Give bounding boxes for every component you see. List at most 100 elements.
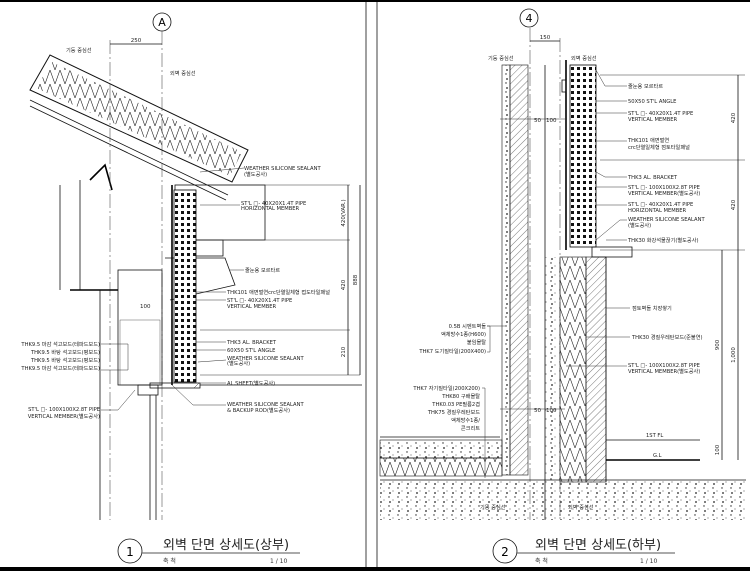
callout-label: THK75 경질우레탄보드	[427, 408, 480, 416]
callout-label: AL.SHEET(별도공사)	[227, 379, 275, 387]
callout-label: VERTICAL MEMBER	[227, 304, 277, 310]
callout-label: THK7 자기질타일(200X200)	[412, 384, 480, 392]
leader-line	[101, 343, 129, 371]
interior-gypsum-wall	[117, 269, 163, 386]
callout-label: THK101 애면벌연	[627, 136, 669, 144]
gutter-bracket	[89, 163, 113, 191]
callout-label: 액체방수1종/	[451, 416, 480, 424]
dimension-text: 420	[731, 199, 737, 210]
wall-center-label: 외벽 중심선	[568, 503, 594, 511]
detail-number: 1	[126, 545, 134, 559]
callout-label: ST'L □- 100X100X2.8T PIPE	[628, 185, 700, 191]
cement-brick	[501, 64, 511, 476]
section-marker-label: A	[158, 16, 166, 29]
callout-label: WEATHER SILICONE SEALANT	[227, 402, 304, 408]
floor-insulation	[379, 457, 503, 477]
scale-value: 1 / 10	[270, 558, 287, 565]
leader-line	[595, 219, 627, 241]
callout-label: (별도공사)	[244, 170, 267, 178]
tile-panel-cladding	[569, 64, 597, 248]
detail-number-circle	[492, 538, 518, 564]
leader-line	[197, 359, 227, 363]
leader-line	[595, 69, 627, 87]
roof-deck	[29, 99, 229, 196]
callout-label: ST'L □- 100X100X2.8T PIPE	[28, 407, 100, 413]
leader-line	[595, 171, 627, 178]
dimension-text: 100	[715, 444, 721, 455]
dimension-text: 50	[534, 408, 541, 414]
scale-label: 축 척	[163, 557, 176, 565]
callout-label: ST'L □- 100X100X2.8T PIPE	[628, 363, 700, 369]
callout-label: & BACKUP ROD(별도공사)	[227, 406, 290, 414]
callout-label: 0.5B 시멘트벽돌	[449, 322, 487, 330]
callout-label: VERTICAL MEMBER(별도공사)	[628, 189, 700, 197]
sheet-bottom-border	[0, 567, 750, 571]
section-marker-label: 4	[526, 12, 533, 25]
callout-label: WEATHER SILICONE SEALANT	[227, 356, 304, 362]
leader-line	[199, 167, 245, 173]
section-marker	[519, 8, 539, 28]
urethane-insulation	[559, 256, 587, 483]
dimension-text: 150	[540, 35, 551, 41]
mortar-slab	[379, 439, 503, 459]
clay-brick-facing	[585, 256, 607, 483]
tile-panel-cladding	[173, 189, 197, 383]
callout-label: THK30 경질우레탄보드(준불연)	[631, 333, 703, 341]
dimension-text: 100	[546, 118, 557, 124]
callout-label: 60X50 ST'L ANGLE	[227, 348, 275, 354]
callout-label: VERTICAL MEMBER	[628, 117, 678, 123]
callout-label: THK9.5 마감 석고보드(테파드보드)	[20, 364, 100, 372]
callout-label: THK0.03 PE필름2겹	[431, 400, 480, 408]
level-label-gl: G.L	[653, 453, 662, 459]
leader-line	[171, 384, 226, 406]
callout-label: THK9.5 마감 석고보드(테파드보드)	[20, 340, 100, 348]
detail-title: 외벽 단면 상세도(하부)	[535, 538, 661, 553]
detail-number: 2	[501, 545, 509, 559]
callout-labels-left: THK9.5 마감 석고보드(테파드보드) THK9.5 바탕 석고보드(평보드…	[20, 340, 136, 420]
callout-label: THK9.5 바탕 석고보드(평보드)	[30, 348, 100, 356]
detail-title: 외벽 단면 상세도(상부)	[163, 538, 289, 553]
callout-label: WEATHER SILICONE SEALANT	[628, 217, 705, 223]
scale-label: 축 척	[535, 557, 548, 565]
column-center-label: 기둥 중심선	[66, 46, 92, 54]
dimension-text: 210	[341, 346, 347, 357]
callout-label: VERTICAL MEMBER(별도공사)	[628, 367, 700, 375]
callout-label: 50X50 ST'L ANGLE	[628, 99, 676, 105]
callout-label: (별도공사)	[227, 359, 250, 367]
callout-label: 콘크리트	[461, 424, 480, 432]
dimension-text: 900	[715, 339, 721, 350]
callout-label: ST'L □- 40X20X1.4T PIPE	[628, 202, 693, 208]
column-center-label: 기둥 중심선	[480, 503, 506, 511]
stone-drip	[591, 246, 633, 258]
wall-center-label: 외벽 중심선	[571, 54, 597, 62]
callout-label: ST'L □- 40X20X1.4T PIPE	[241, 201, 306, 207]
sheet-top-border	[0, 0, 750, 2]
callout-label: (별도공사)	[628, 221, 651, 229]
detail-1-upper-section: A 250 기둥 중심선 외벽 중심선 420(VAR.) 4	[20, 12, 362, 565]
brick-wall	[509, 64, 529, 476]
callout-label: VERTICAL MEMBER(별도공사)	[28, 412, 100, 420]
window-head	[137, 384, 159, 396]
horizontal-member	[194, 239, 224, 257]
roof-deck	[29, 105, 227, 201]
callout-label: THK3 AL. BRACKET	[226, 340, 277, 346]
callout-label: THK7 도기질타일(200X400)	[418, 347, 486, 355]
callout-label: crc단열일체형 점토타일패널	[628, 143, 690, 151]
callout-label: HORIZONTAL MEMBER	[241, 206, 300, 212]
callout-label: THK80 구배몰탈	[441, 392, 480, 400]
scale-value: 1 / 10	[640, 558, 657, 565]
dimension-text: 1,000	[731, 347, 737, 363]
callout-label: THK3 AL. BRACKET	[627, 175, 678, 181]
dimension-text: 100	[546, 408, 557, 414]
dimension-text: 250	[131, 38, 142, 44]
callout-labels-left: 0.5B 시멘트벽돌 액체방수1종(H600) 붙임몰탈 THK7 도기질타일(…	[412, 322, 505, 478]
leader-line	[487, 325, 491, 353]
al-sheet	[149, 382, 201, 389]
callout-label: THK101 애면벌연crc단열일체형 접도타일패널	[226, 288, 330, 296]
leader-line	[482, 387, 486, 478]
detail-2-lower-section: 4 150 기둥 중심선 외벽 중심선 50 100 50 100 1ST	[379, 8, 746, 565]
dimension-text: 50	[534, 118, 541, 124]
callout-label: THK9.5 바탕 석고보드(평보드)	[30, 356, 100, 364]
dimension-text: 888	[353, 274, 359, 285]
